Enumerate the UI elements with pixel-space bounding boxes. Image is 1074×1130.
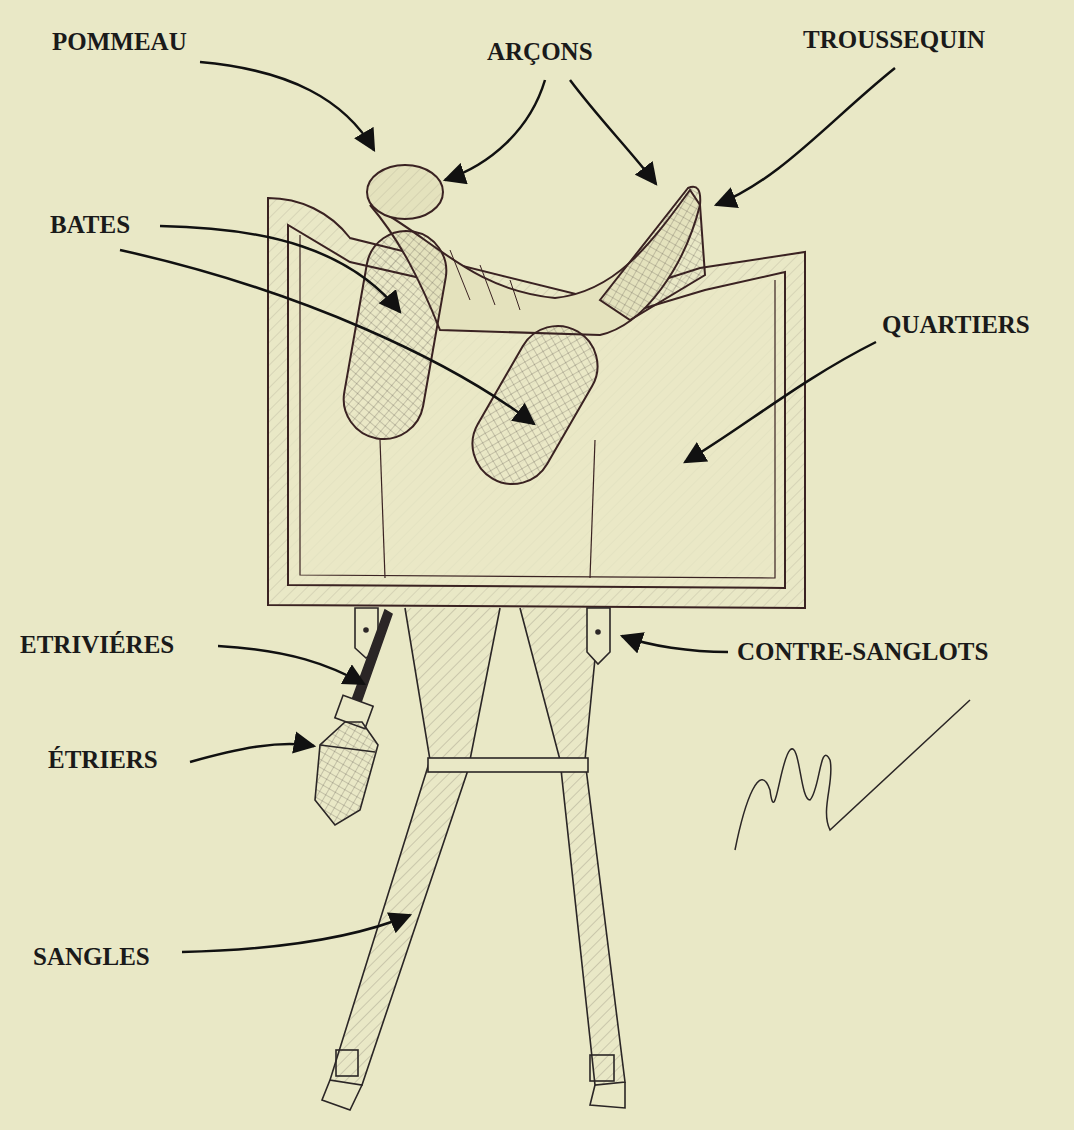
saddle-flap <box>268 198 805 608</box>
part-label: QUARTIERS <box>882 310 1030 340</box>
part-label: BATES <box>50 210 130 240</box>
part-label: POMMEAU <box>52 27 187 57</box>
stirrup <box>315 610 392 825</box>
cantle <box>600 187 705 320</box>
signature <box>735 700 970 850</box>
part-label: ETRIVIÉRES <box>20 630 174 660</box>
part-label: ÉTRIERS <box>48 745 158 775</box>
leader-arrows <box>120 62 895 952</box>
part-label: CONTRE-SANGLOTS <box>737 637 988 667</box>
part-label: ARÇONS <box>487 37 593 67</box>
part-label: SANGLES <box>33 942 150 972</box>
girth-straps <box>322 608 625 1110</box>
part-label: TROUSSEQUIN <box>803 25 985 55</box>
pommel <box>367 165 443 219</box>
knee-rolls <box>337 225 612 499</box>
billets <box>355 608 610 664</box>
